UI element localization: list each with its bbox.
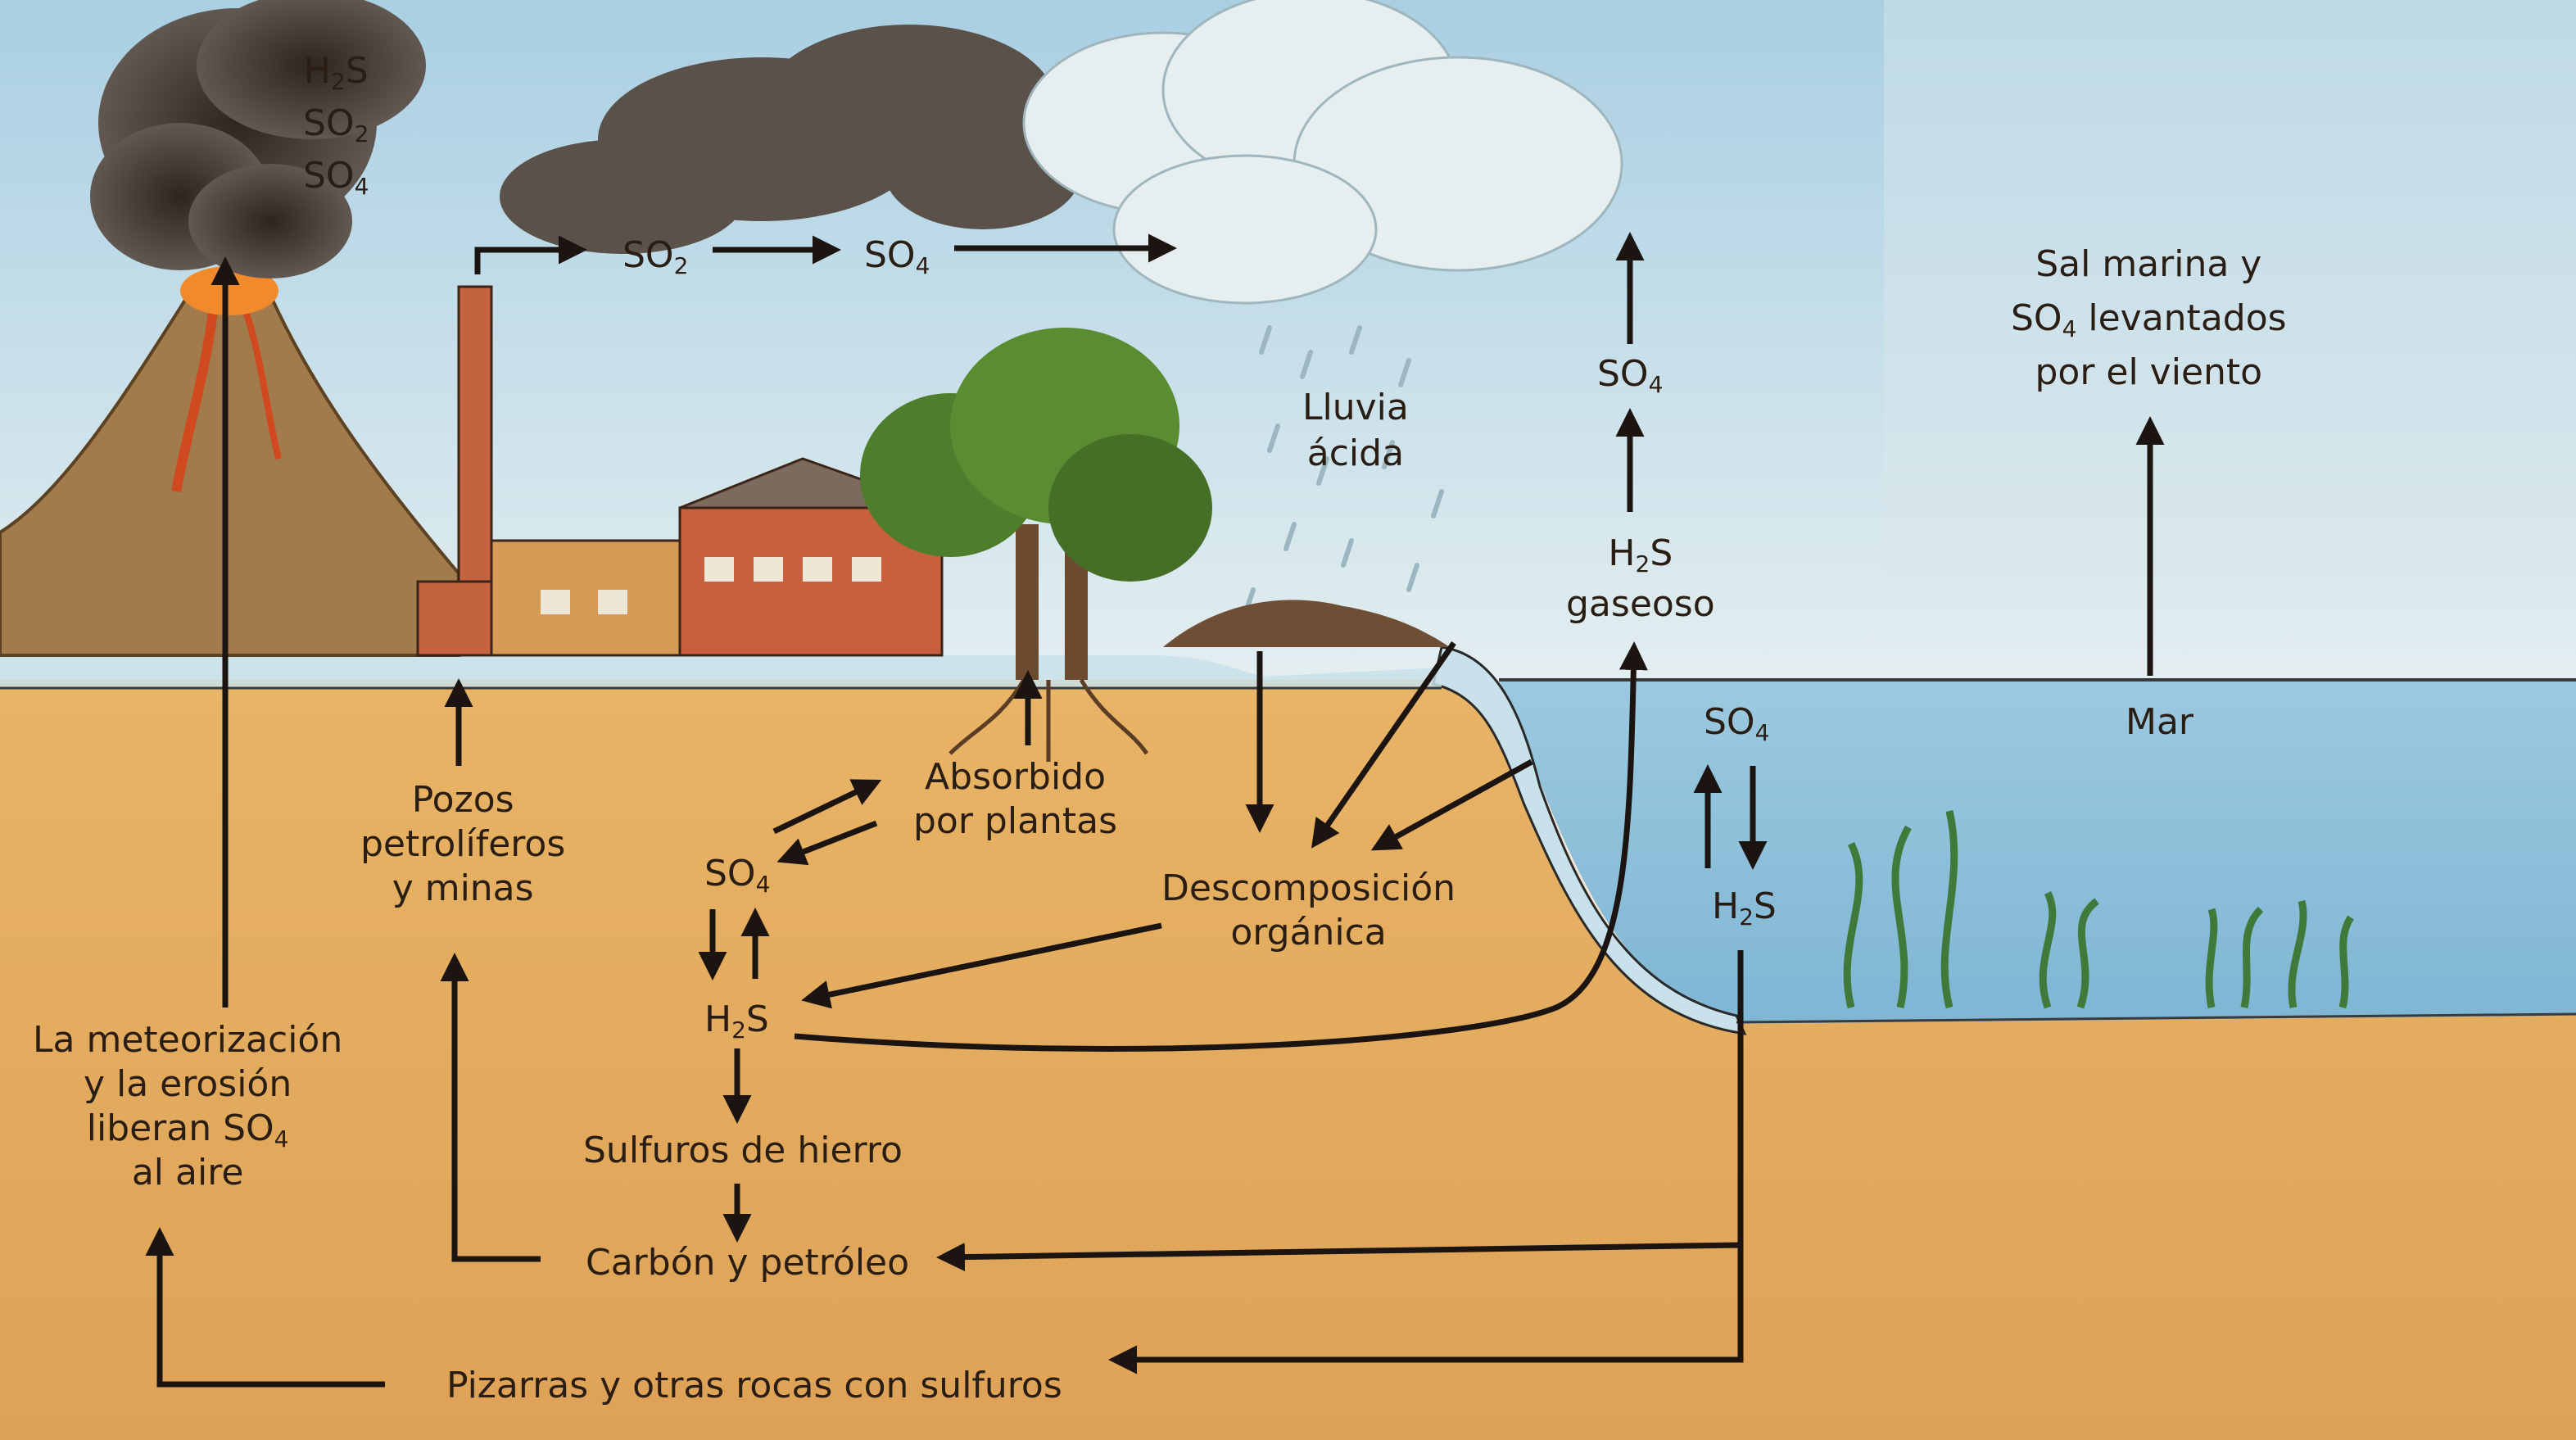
- decomposition-label: Descomposición orgánica: [1161, 867, 1456, 953]
- arrow-decomp-to-h2s: [801, 922, 1162, 1009]
- atm-so4-label: SO4: [1597, 353, 1664, 398]
- cloud: [1022, 0, 1623, 305]
- factory: [416, 285, 944, 657]
- paper-band: [1884, 0, 2576, 573]
- arrow-coal-to-wells: [440, 953, 541, 1262]
- volcano-smoke: [90, 0, 426, 278]
- ground: [0, 680, 2576, 1440]
- weathering-label: La meteorización y la erosión liberan SO…: [33, 1019, 343, 1193]
- seaweed: [1843, 810, 2354, 1009]
- h2s-gas-label: H2S gaseoso: [1566, 532, 1715, 625]
- sea: [1499, 680, 2576, 1024]
- arrows: [145, 232, 2165, 1388]
- absorbed-label: Absorbido por plantas: [913, 756, 1118, 842]
- arrow-chimney-to-so2: [474, 235, 587, 274]
- arrow-soil-so4-to-plants: [772, 779, 882, 835]
- wells-label: Pozos petrolíferos y minas: [360, 779, 566, 909]
- chimney-so2-label: SO2: [622, 234, 689, 279]
- sea-salt-label: Sal marina y SO4 levantados por el vient…: [2011, 243, 2287, 393]
- tree: [860, 328, 1212, 762]
- arrow-shore-to-decomp: [1370, 758, 1533, 851]
- factory-smoke: [500, 25, 1081, 254]
- arrow-h2s-to-gas: [794, 641, 1648, 1052]
- sea-label: Mar: [2126, 701, 2194, 743]
- organic-matter: [1163, 600, 1450, 647]
- arrow-plants-to-soil-so4: [776, 820, 878, 866]
- sea-h2s-label: H2S: [1712, 885, 1777, 931]
- shales-label: Pizarras y otras rocas con sulfuros: [446, 1365, 1062, 1406]
- soil-h2s-label: H2S: [704, 998, 769, 1044]
- air-so4-label: SO4: [864, 234, 930, 279]
- arrow-sea-h2s-to-coal: [936, 1242, 1741, 1272]
- volcano-gases-label: H2S SO2 SO4: [303, 50, 369, 200]
- arrow-rain-to-decomp: [1311, 641, 1456, 849]
- sea-so4-label: SO4: [1704, 701, 1770, 746]
- iron-sulfides-label: Sulfuros de hierro: [583, 1130, 903, 1171]
- arrow-shales-to-weathering: [145, 1227, 385, 1388]
- arrow-sea-h2s-to-shales: [1108, 950, 1744, 1374]
- soil-so4-label: SO4: [704, 853, 771, 898]
- coal-oil-label: Carbón y petróleo: [586, 1242, 910, 1284]
- acid-rain-label: Lluvia ácida: [1302, 387, 1409, 474]
